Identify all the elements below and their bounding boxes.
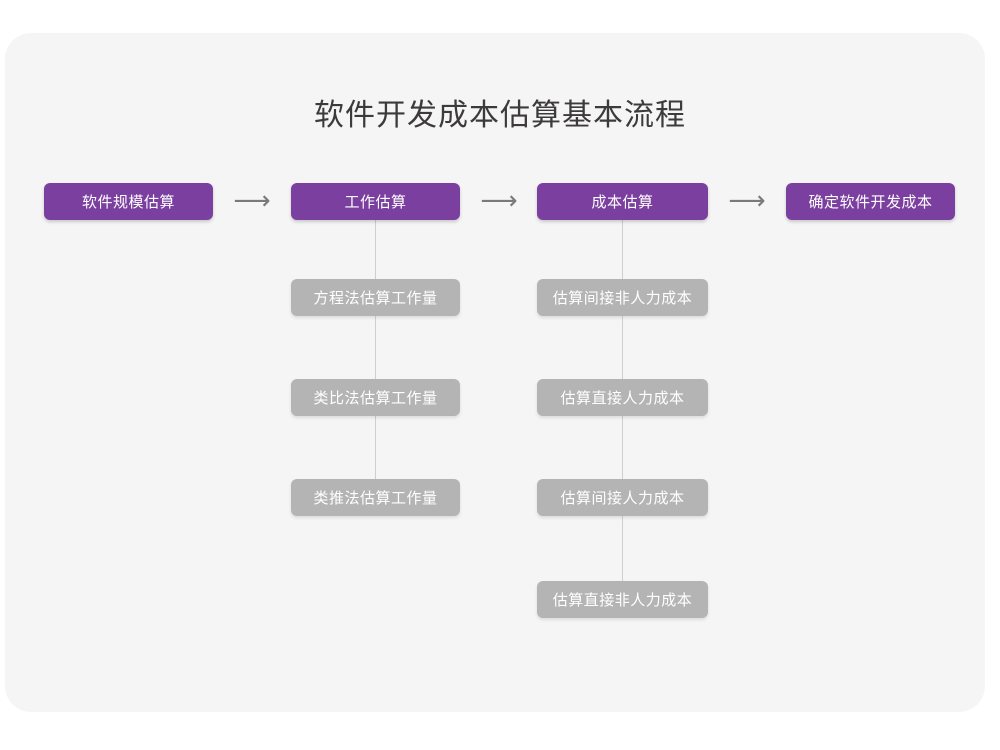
- substep-node-stage3-4[interactable]: 估算直接非人力成本: [537, 581, 708, 618]
- connector-line-stage2: [375, 219, 376, 498]
- substep-node-stage3-2[interactable]: 估算直接人力成本: [537, 379, 708, 416]
- stage-arrow-1-icon: ⟶: [233, 186, 271, 216]
- stage-node-3[interactable]: 成本估算: [537, 183, 708, 220]
- substep-node-stage2-2[interactable]: 类比法估算工作量: [291, 379, 460, 416]
- stage-arrow-3-icon: ⟶: [728, 186, 766, 216]
- substep-node-stage3-3[interactable]: 估算间接人力成本: [537, 479, 708, 516]
- substep-node-stage2-1[interactable]: 方程法估算工作量: [291, 279, 460, 316]
- page-title: 软件开发成本估算基本流程: [314, 99, 686, 132]
- substep-node-stage2-3[interactable]: 类推法估算工作量: [291, 479, 460, 516]
- stage-node-4[interactable]: 确定软件开发成本: [786, 183, 955, 220]
- stage-arrow-2-icon: ⟶: [480, 186, 518, 216]
- stage-node-1[interactable]: 软件规模估算: [44, 183, 213, 220]
- substep-node-stage3-1[interactable]: 估算间接非人力成本: [537, 279, 708, 316]
- stage-node-2[interactable]: 工作估算: [291, 183, 460, 220]
- diagram-card: [5, 33, 985, 712]
